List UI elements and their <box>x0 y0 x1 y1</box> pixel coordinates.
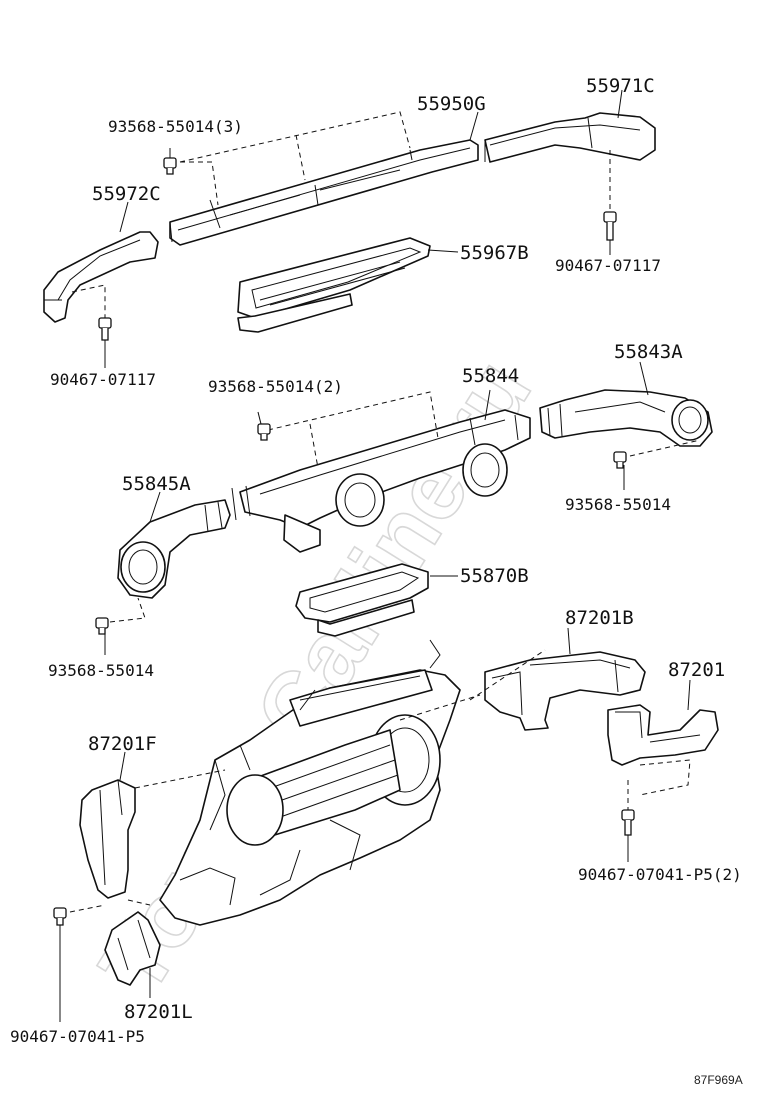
middle-group-leaders <box>104 361 701 655</box>
label-55950G: 55950G <box>417 93 486 115</box>
bolt-93568-55014-top <box>163 157 177 175</box>
label-55870B: 55870B <box>460 565 529 587</box>
label-55967B: 55967B <box>460 242 529 264</box>
bolt-93568-55014-right <box>613 451 627 469</box>
diagram-code: 87F969A <box>694 1073 743 1087</box>
label-87201F: 87201F <box>88 733 157 755</box>
part-55870B-grille <box>295 563 429 637</box>
bolt-90467-07041-P5-left <box>53 907 67 926</box>
label-55971C: 55971C <box>586 75 655 97</box>
part-87201F-duct <box>79 779 136 899</box>
bolt-93568-55014-mid <box>257 423 271 441</box>
label-93568-55014-2: 93568-55014(2) <box>208 377 343 396</box>
label-90467-07117-left: 90467-07117 <box>50 370 156 389</box>
bolt-93568-55014-left <box>95 617 109 635</box>
bolt-90467-07041-P5-right <box>621 809 635 836</box>
label-93568-55014-left: 93568-55014 <box>48 661 154 680</box>
heater-unit-assembly <box>159 639 461 926</box>
part-55967B-grille <box>237 237 431 333</box>
part-87201-duct <box>607 704 719 766</box>
part-55972C-duct <box>43 231 159 323</box>
label-90467-07117-right: 90467-07117 <box>555 256 661 275</box>
label-55843A: 55843A <box>614 341 683 363</box>
label-93568-55014-right: 93568-55014 <box>565 495 671 514</box>
label-87201: 87201 <box>668 659 725 681</box>
part-55971C-duct <box>484 112 656 163</box>
part-55843A-duct <box>539 389 713 447</box>
part-87201L-duct <box>104 911 161 986</box>
bolt-90467-07117-left <box>98 317 112 341</box>
bolt-90467-07117-right <box>603 211 617 241</box>
label-93568-55014-3: 93568-55014(3) <box>108 117 243 136</box>
label-55972C: 55972C <box>92 183 161 205</box>
part-87201B-duct <box>484 651 646 731</box>
label-55844: 55844 <box>462 365 519 387</box>
label-87201L: 87201L <box>124 1001 193 1023</box>
part-55845A-duct <box>117 499 231 599</box>
part-55844-duct <box>231 409 531 553</box>
label-90467-07041-P5-2: 90467-07041-P5(2) <box>578 865 742 884</box>
label-55845A: 55845A <box>122 473 191 495</box>
label-87201B: 87201B <box>565 607 634 629</box>
bottom-group-leaders <box>59 627 691 1022</box>
label-90467-07041-P5: 90467-07041-P5 <box>10 1027 145 1046</box>
part-55950G-duct <box>169 139 479 246</box>
